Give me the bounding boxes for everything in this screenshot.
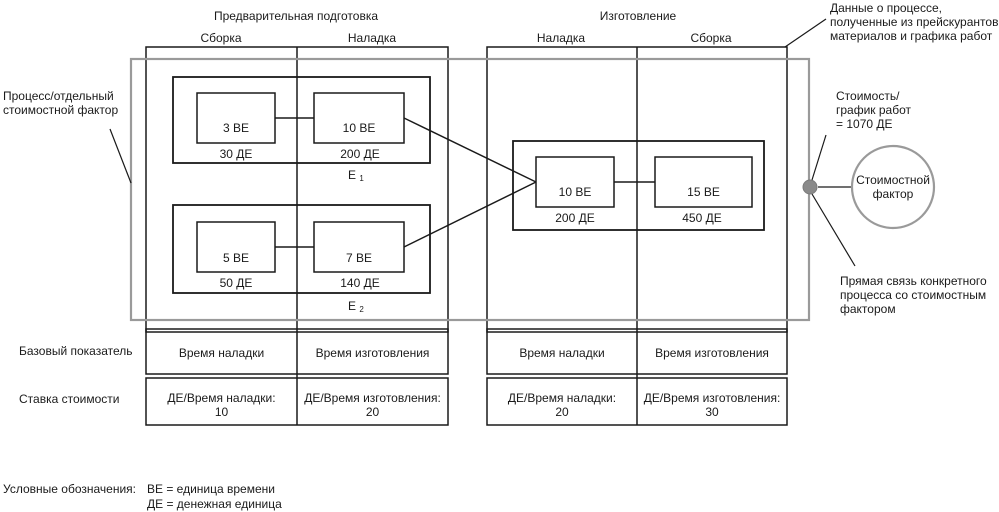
annotation-process-data: Данные о процессе, полученные из прейску… (830, 1, 999, 43)
rate-row-frame-prep (145, 377, 449, 426)
annotation-process-factor: Процесс/отдельный стоимостной фактор (3, 89, 119, 117)
process-box-5 (535, 156, 615, 208)
group-frame-e2 (172, 204, 431, 294)
rate-cell-1: ДЕ/Время наладки: 10 (167, 391, 276, 419)
header-manufacturing: Изготовление (599, 9, 677, 23)
process-box-1 (196, 92, 276, 144)
header-prep-setup: Наладка (347, 31, 397, 45)
process-5-time: 10 ВЕ (558, 185, 592, 199)
process-3-cost: 50 ДЕ (219, 276, 253, 290)
annotation-direct-link: Прямая связь конкретного процесса со сто… (840, 274, 987, 316)
base-cell-1: Время наладки (178, 346, 265, 360)
legend-ve: ВЕ = единица времени (147, 482, 275, 496)
process-4-time: 7 ВЕ (345, 251, 372, 265)
base-cell-4: Время изготовления (655, 346, 769, 360)
base-row-frame-mfg (486, 328, 788, 375)
group-frame-e1 (172, 76, 431, 164)
process-6-cost: 450 ДЕ (682, 211, 722, 225)
group-label-e2: Е 2 (348, 299, 364, 315)
rate-cell-3: ДЕ/Время наладки: 20 (507, 391, 617, 419)
leader-cost-schedule (811, 134, 827, 181)
header-prep: Предварительная подготовка (213, 9, 379, 23)
legend-de: ДЕ = денежная единица (147, 497, 282, 511)
base-row-frame-prep (145, 328, 449, 375)
connector-2-5 (403, 117, 537, 183)
process-6-time: 15 ВЕ (687, 185, 720, 199)
rate-row-frame-mfg (486, 377, 788, 426)
group-label-e2-letter: Е (348, 299, 357, 313)
leader-direct-link (811, 193, 856, 267)
group-label-e1-sub: 1 (359, 174, 364, 183)
group-label-e1: Е 1 (348, 168, 364, 184)
rate-cell-2: ДЕ/Время изготовления: 20 (304, 391, 441, 419)
cost-factor-circle (850, 144, 936, 230)
process-box-6 (654, 156, 753, 208)
header-mfg-setup: Наладка (536, 31, 586, 45)
connector-4-5 (403, 181, 537, 248)
process-3-time: 5 ВЕ (222, 251, 249, 265)
process-1-cost: 30 ДЕ (219, 147, 253, 161)
annotation-cost-schedule: Стоимость/ график работ = 1070 ДЕ (836, 89, 912, 131)
header-prep-assembly: Сборка (200, 31, 242, 45)
annotation-cost-factor: Стоимостной фактор (856, 173, 930, 201)
process-4-cost: 140 ДЕ (340, 276, 380, 290)
group-label-e1-letter: Е (348, 168, 357, 182)
base-cell-3: Время наладки (519, 346, 605, 360)
base-cell-2: Время изготовления (315, 346, 430, 360)
group-label-e2-sub: 2 (359, 305, 364, 314)
header-mfg-assembly: Сборка (690, 31, 732, 45)
group-frame-mfg (512, 140, 765, 231)
process-box-2 (313, 92, 405, 144)
rate-cell-4: ДЕ/Время изготовления: 30 (643, 391, 781, 419)
leader-process-data (784, 18, 827, 48)
process-1-time: 3 ВЕ (222, 121, 249, 135)
connection-dot (802, 179, 818, 195)
legend-label: Условные обозначения: (3, 482, 136, 496)
process-5-cost: 200 ДЕ (555, 211, 595, 225)
row-label-rate: Ставка стоимости (19, 392, 120, 406)
process-2-cost: 200 ДЕ (340, 147, 380, 161)
process-2-time: 10 ВЕ (342, 121, 376, 135)
leader-process-factor (109, 128, 132, 184)
row-label-base: Базовый показатель (19, 344, 133, 358)
